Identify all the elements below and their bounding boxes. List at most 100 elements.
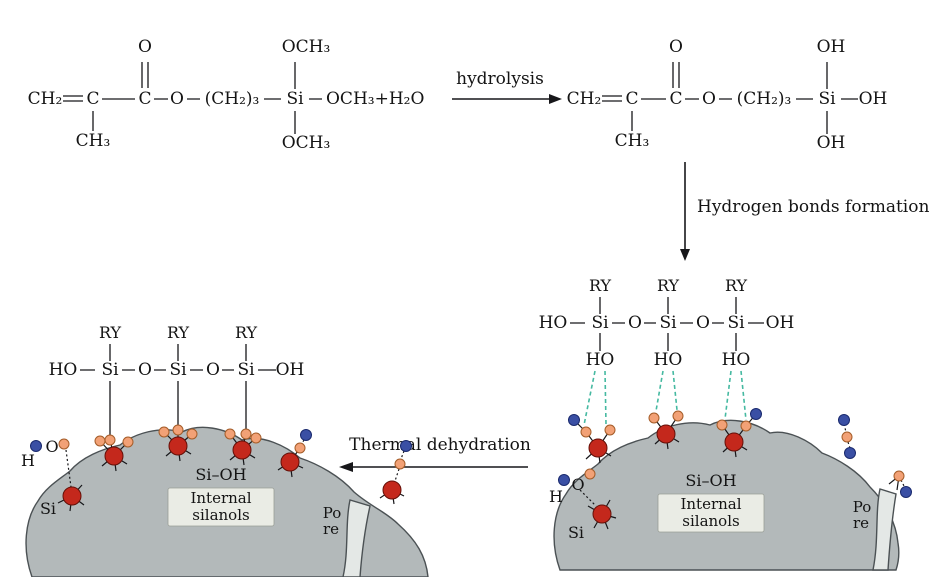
- ry-label: RY: [235, 323, 258, 342]
- arrow-head: [339, 462, 353, 472]
- o-atom: [893, 470, 905, 482]
- hydrolysis-arrow: hydrolysis: [452, 69, 562, 104]
- o-label: O: [571, 475, 584, 494]
- ry-label: RY: [725, 276, 748, 295]
- oh-top-label: OH: [817, 37, 846, 57]
- o-atom: [224, 428, 236, 440]
- ho-label: HO: [722, 350, 751, 370]
- pore-label-line2: re: [853, 514, 869, 532]
- ester-o-label: O: [170, 89, 184, 109]
- oh-label: OH: [276, 360, 305, 380]
- h-atom: [568, 414, 580, 426]
- thermal-dehydration-label: Thermal dehydration: [349, 435, 531, 455]
- c-label: C: [669, 89, 682, 109]
- o-atom: [240, 428, 252, 440]
- o-atom: [58, 438, 70, 450]
- si-atom: [656, 424, 676, 444]
- si-label: Si: [101, 360, 119, 380]
- methoxy-water-label: OCH₃+H₂O: [326, 89, 424, 109]
- h-atom: [30, 440, 42, 452]
- ho-label: HO: [49, 360, 78, 380]
- oh-label: OH: [766, 313, 795, 333]
- si-label: Si: [169, 360, 187, 380]
- si-label: Si: [727, 313, 745, 333]
- methoxy-bottom-label: OCH₃: [282, 133, 331, 153]
- si-label: Si: [818, 89, 836, 109]
- o-atom: [394, 458, 406, 470]
- thermal-dehydration-arrow: Thermal dehydration: [339, 435, 531, 472]
- h-atom: [400, 440, 412, 452]
- carbonyl-o-label: O: [138, 37, 152, 57]
- propyl-label: (CH₂)₃: [205, 89, 260, 109]
- h-label: H: [21, 451, 35, 470]
- hydrogen-bonds-arrow: Hydrogen bonds formation: [680, 162, 929, 261]
- pore-crack: [342, 499, 371, 577]
- hbonded-surface-assembly: Si–OH Internal silanols Po re H O Si RY: [539, 276, 912, 571]
- pore-label-line1: Po: [323, 504, 342, 522]
- ho-label: HO: [539, 313, 568, 333]
- si-atom: [280, 452, 300, 472]
- ry-label: RY: [167, 323, 190, 342]
- o-atom: [740, 420, 752, 432]
- o-atom: [604, 424, 616, 436]
- o-atom: [186, 428, 198, 440]
- o-atom: [841, 431, 853, 443]
- si-label: Si: [659, 313, 677, 333]
- o-atom: [172, 424, 184, 436]
- hydrogen-bonds-label: Hydrogen bonds formation: [697, 197, 929, 217]
- bonds: [602, 62, 858, 134]
- si-atom: [62, 486, 82, 506]
- o-atom: [158, 426, 170, 438]
- o-label: O: [696, 313, 710, 333]
- si-atom: [592, 504, 612, 524]
- o-label: O: [45, 437, 58, 456]
- o-atom: [580, 426, 592, 438]
- internal-silanols-box: [657, 493, 765, 533]
- si-atom: [382, 480, 402, 500]
- h-atom: [750, 408, 762, 420]
- ch2-label: CH₂: [567, 89, 602, 109]
- ester-o-label: O: [702, 89, 716, 109]
- chain-bonds: [570, 297, 764, 351]
- ry-label: RY: [99, 323, 122, 342]
- si-label: Si: [286, 89, 304, 109]
- ry-label: RY: [657, 276, 680, 295]
- carbonyl-o-label: O: [669, 37, 683, 57]
- c-label: C: [138, 89, 151, 109]
- o-atom: [122, 436, 134, 448]
- ho-label: HO: [654, 350, 683, 370]
- si-atom: [724, 432, 744, 452]
- c-label: C: [625, 89, 638, 109]
- condensed-surface-assembly: Si–OH Internal silanols Po re RY RY RY H…: [21, 323, 429, 577]
- chain-bonds: [80, 344, 276, 435]
- methyl-label: CH₃: [76, 131, 111, 151]
- pore-label-line1: Po: [853, 498, 872, 516]
- methoxy-top-label: OCH₃: [282, 37, 331, 57]
- o-atom: [250, 432, 262, 444]
- si-label: Si: [591, 313, 609, 333]
- h-atom: [838, 414, 850, 426]
- si-atom: [168, 436, 188, 456]
- c-label: C: [86, 89, 99, 109]
- o-atom: [294, 442, 306, 454]
- silanetriol-molecule: O OH CH₂ C C O (CH₂)₃ Si OH CH₃ OH: [567, 37, 888, 153]
- o-atom: [648, 412, 660, 424]
- si-oh-label: Si–OH: [195, 465, 246, 484]
- o-label: O: [206, 360, 220, 380]
- h-atom: [844, 447, 856, 459]
- hydrogen-bond-dashes: [583, 370, 747, 426]
- pore-crack: [872, 488, 897, 571]
- ho-label: HO: [586, 350, 615, 370]
- si-label: Si: [40, 499, 56, 518]
- o-atom: [716, 419, 728, 431]
- si-oh-label: Si–OH: [685, 471, 736, 490]
- oh-right-label: OH: [859, 89, 888, 109]
- o-label: O: [628, 313, 642, 333]
- dotted-bonds: [65, 439, 405, 488]
- o-atom: [672, 410, 684, 422]
- o-atom: [584, 468, 596, 480]
- pore-label-line2: re: [323, 520, 339, 538]
- si-label: Si: [237, 360, 255, 380]
